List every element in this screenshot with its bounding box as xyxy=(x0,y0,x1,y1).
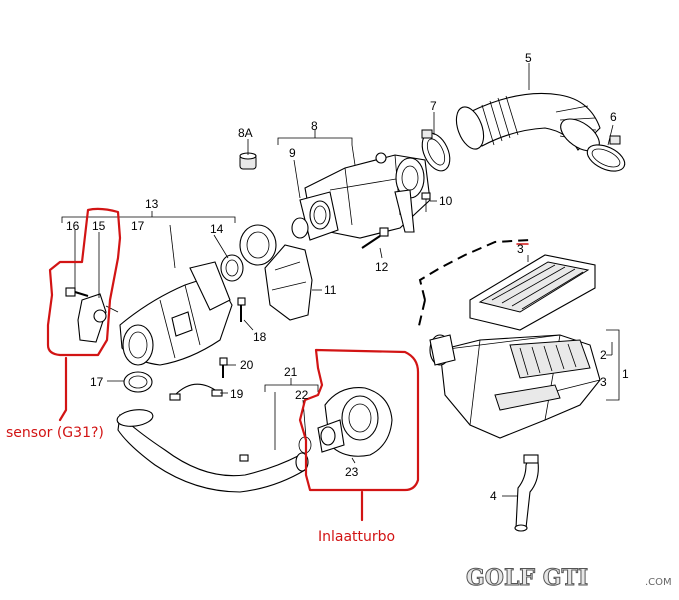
inlet-turbo-annotation: Inlaatturbo xyxy=(318,529,395,545)
part-10-screw xyxy=(421,192,431,212)
label-6: 6 xyxy=(610,110,617,124)
label-14: 14 xyxy=(210,222,224,236)
label-8a: 8A xyxy=(238,126,253,140)
part-16-bolt xyxy=(65,287,89,297)
label-4: 4 xyxy=(490,489,497,503)
part-8-intake-assembly xyxy=(304,152,431,239)
label-20: 20 xyxy=(240,358,254,372)
part-21-lower-hose xyxy=(116,409,309,493)
part-17-clamp xyxy=(123,371,153,393)
label-13: 13 xyxy=(145,197,159,211)
label-2: 2 xyxy=(600,348,607,362)
part-15-sensor xyxy=(77,293,119,343)
part-number-labels: 5 6 7 8 8A 9 10 11 12 13 14 15 16 17 17 … xyxy=(66,51,629,503)
turbo-highlight-outline xyxy=(298,348,420,492)
label-7: 7 xyxy=(430,99,437,113)
label-17-upper: 17 xyxy=(131,219,145,233)
label-9: 9 xyxy=(289,146,296,160)
sensor-leader-line xyxy=(58,356,68,422)
label-12: 12 xyxy=(375,260,389,274)
filter-lid-dashed-outline xyxy=(417,239,531,331)
part-1-air-filter-housing xyxy=(429,334,601,439)
part-6-hose-clamp xyxy=(586,135,626,172)
logo-wordmark: GOLF GTI xyxy=(466,565,588,591)
part-14-flange-gasket xyxy=(220,217,309,282)
label-17-lower: 17 xyxy=(90,375,104,389)
label-16: 16 xyxy=(66,219,80,233)
label-11: 11 xyxy=(324,283,337,297)
logo-domain: .COM xyxy=(645,577,672,588)
label-15: 15 xyxy=(92,219,106,233)
label-21: 21 xyxy=(284,365,298,379)
part-19-clamp xyxy=(169,383,223,401)
label-23: 23 xyxy=(345,465,359,479)
label-10: 10 xyxy=(439,194,453,208)
part-7-hose-clamp xyxy=(421,129,451,172)
part-12-bolt xyxy=(361,227,389,249)
golfgti-watermark-logo: GOLF GTI .COM xyxy=(466,565,672,592)
part-11-housing xyxy=(264,244,313,321)
sensor-annotation: sensor (G31?) xyxy=(6,425,104,441)
label-3-filter-box: 3 xyxy=(600,375,607,389)
label-3-filter-element: 3 xyxy=(517,242,524,256)
label-5: 5 xyxy=(525,51,532,65)
part-5-bellows-hose xyxy=(455,92,601,152)
part-4-drain-hose xyxy=(514,454,539,532)
leader-lines xyxy=(61,63,620,497)
part-23-inlet-turbo xyxy=(298,387,393,457)
part-13-intake-pipe xyxy=(119,261,233,366)
label-18: 18 xyxy=(253,330,267,344)
part-3-filter-element xyxy=(469,254,596,331)
label-22: 22 xyxy=(295,388,309,402)
sensor-highlight-outline xyxy=(46,207,122,357)
part-8a-bushing xyxy=(239,152,257,170)
label-8: 8 xyxy=(311,119,318,133)
part-20-screw xyxy=(219,357,228,378)
part-18-screw xyxy=(237,297,246,322)
label-19: 19 xyxy=(230,387,244,401)
label-1: 1 xyxy=(622,367,629,381)
